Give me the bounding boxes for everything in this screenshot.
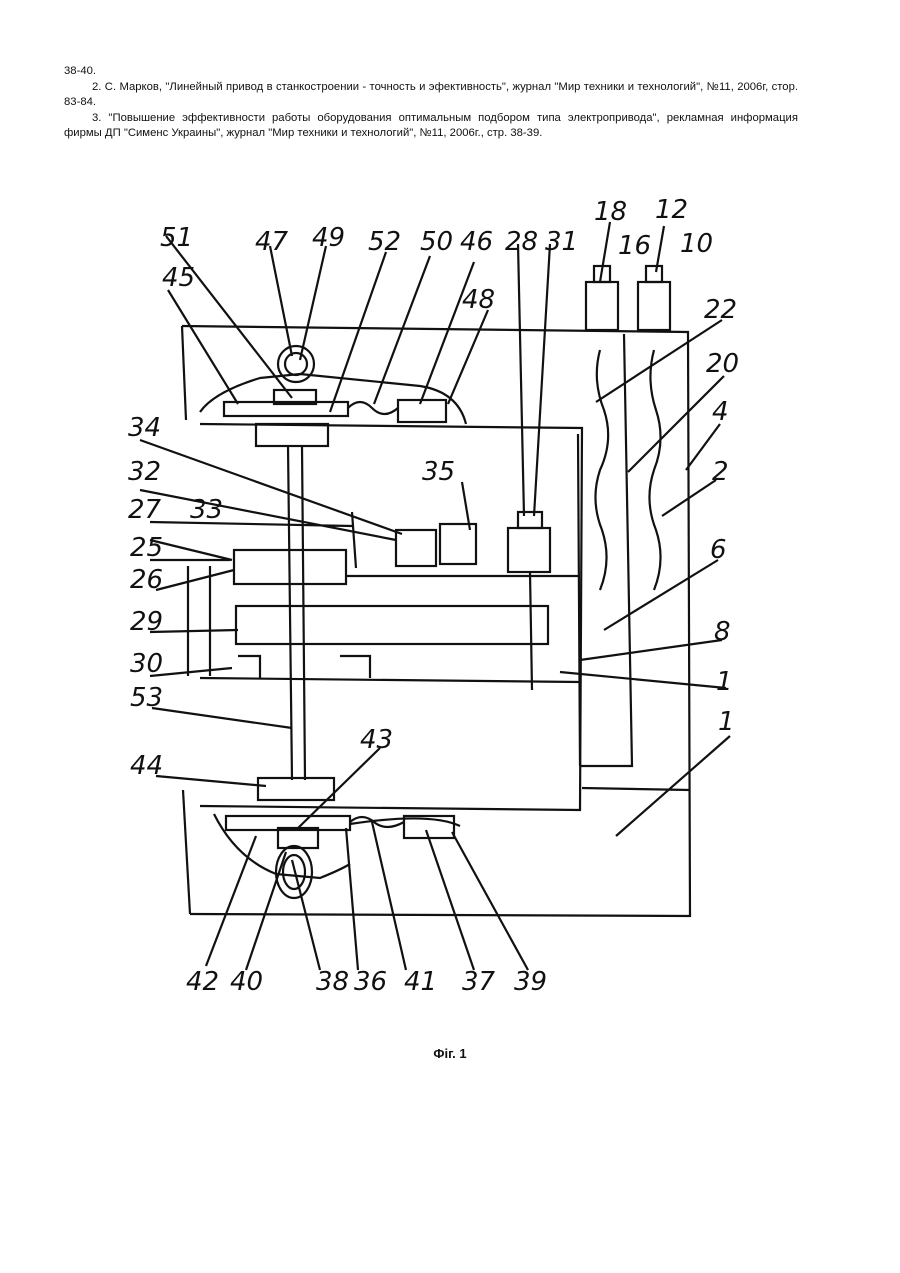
label-1-lower: 1 bbox=[718, 707, 735, 737]
label-1-right: 1 bbox=[716, 667, 733, 697]
label-47: 47 bbox=[255, 227, 289, 257]
label-18: 18 bbox=[594, 197, 627, 227]
label-6: 6 bbox=[710, 535, 727, 565]
label-12: 12 bbox=[655, 195, 688, 225]
label-29: 29 bbox=[130, 607, 163, 637]
label-48: 48 bbox=[462, 285, 495, 315]
part-number-labels: 51 47 49 52 50 46 28 31 18 16 12 10 45 4… bbox=[128, 195, 739, 997]
label-30: 30 bbox=[130, 649, 163, 679]
label-41: 41 bbox=[404, 967, 437, 997]
label-20: 20 bbox=[706, 349, 739, 379]
label-37: 37 bbox=[462, 967, 496, 997]
label-44: 44 bbox=[130, 751, 163, 781]
label-27: 27 bbox=[128, 495, 162, 525]
label-46: 46 bbox=[460, 227, 493, 257]
label-35: 35 bbox=[422, 457, 455, 487]
label-25: 25 bbox=[130, 533, 163, 563]
label-50: 50 bbox=[420, 227, 453, 257]
label-34: 34 bbox=[128, 413, 161, 443]
label-38: 38 bbox=[316, 967, 349, 997]
label-8: 8 bbox=[714, 617, 731, 647]
label-31: 31 bbox=[545, 227, 578, 257]
label-43: 43 bbox=[360, 725, 393, 755]
label-45: 45 bbox=[162, 263, 195, 293]
label-16: 16 bbox=[618, 231, 651, 261]
label-33: 33 bbox=[190, 495, 223, 525]
label-2: 2 bbox=[712, 457, 729, 487]
label-36: 36 bbox=[354, 967, 387, 997]
drawing-lines bbox=[140, 222, 730, 970]
label-28: 28 bbox=[505, 227, 538, 257]
label-51: 51 bbox=[160, 223, 193, 253]
label-10: 10 bbox=[680, 229, 713, 259]
label-39: 39 bbox=[514, 967, 547, 997]
label-53: 53 bbox=[130, 683, 163, 713]
label-4: 4 bbox=[712, 397, 729, 427]
label-22: 22 bbox=[704, 295, 737, 325]
label-40: 40 bbox=[230, 967, 263, 997]
label-49: 49 bbox=[312, 223, 345, 253]
label-52: 52 bbox=[368, 227, 401, 257]
label-32: 32 bbox=[128, 457, 161, 487]
label-26: 26 bbox=[130, 565, 163, 595]
label-42: 42 bbox=[186, 967, 219, 997]
figure-caption: Фіг. 1 bbox=[0, 1046, 900, 1061]
